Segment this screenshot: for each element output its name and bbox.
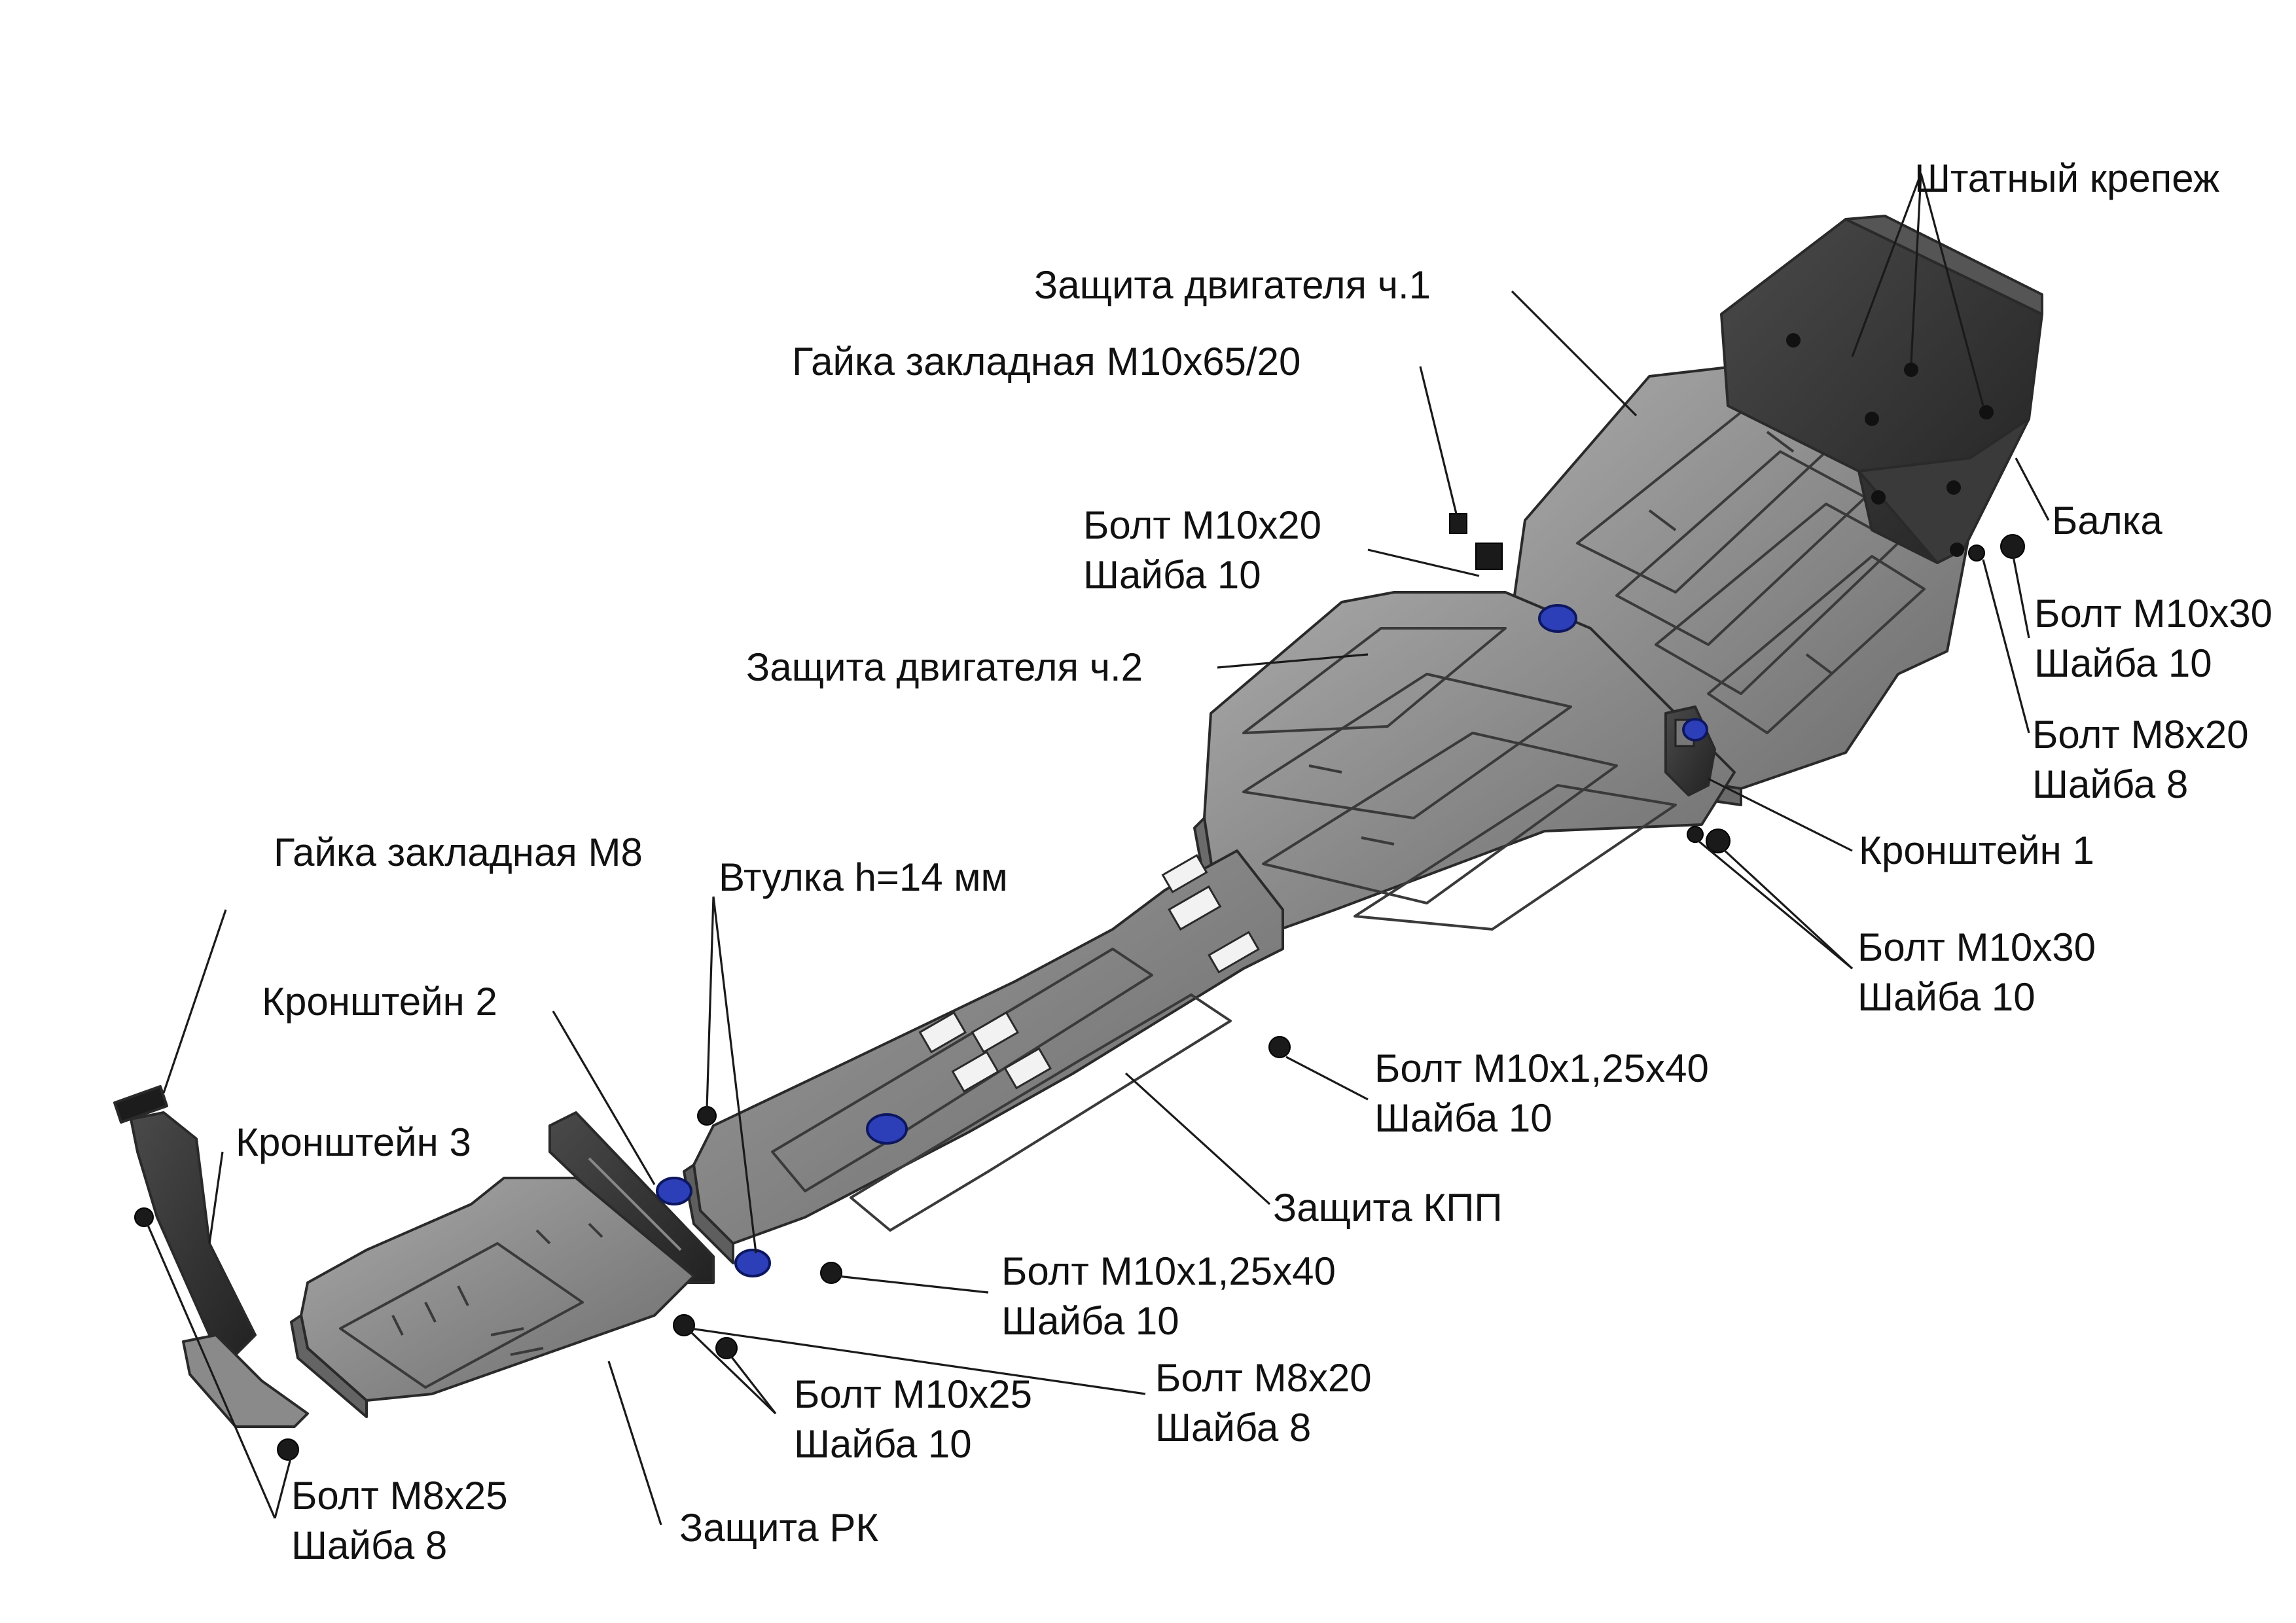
- label-line-2: Шайба 10: [1001, 1299, 1179, 1343]
- label-bolt-m10x20: Болт М10х20 Шайба 10: [1083, 501, 1321, 600]
- label-transfer-case-guard: Защита РК: [679, 1503, 878, 1553]
- label-engine-guard-2: Защита двигателя ч.2: [746, 643, 1143, 692]
- label-bolt-m8x20-right: Болт М8х20 Шайба 8: [2032, 710, 2249, 810]
- bracket-2: [548, 1111, 715, 1284]
- label-line-1: Болт М8х20: [2032, 713, 2249, 757]
- label-gearbox-guard: Защита КПП: [1273, 1183, 1503, 1233]
- label-bracket-3: Кронштейн 3: [236, 1118, 471, 1168]
- bushings: [656, 604, 1708, 1277]
- label-line-1: Болт М10х30: [1857, 925, 2096, 969]
- label-bolt-m10x30-mid: Болт М10х30 Шайба 10: [1857, 923, 2096, 1022]
- label-line-1: Болт М8х25: [291, 1474, 508, 1518]
- label-text: Защита двигателя ч.2: [746, 645, 1143, 689]
- label-line-1: Болт М10х25: [794, 1372, 1033, 1416]
- label-text: Защита двигателя ч.1: [1034, 263, 1431, 307]
- transfer-case-guard: [290, 1177, 695, 1418]
- label-text: Защита РК: [679, 1506, 879, 1550]
- label-bolt-m10x125x40-right: Болт М10х1,25х40 Шайба 10: [1374, 1044, 1709, 1143]
- label-line-2: Шайба 8: [2032, 762, 2189, 806]
- label-line-2: Шайба 8: [1155, 1406, 1312, 1450]
- gearbox-guard: [683, 849, 1284, 1264]
- label-bolt-m8x20-low: Болт М8х20 Шайба 8: [1155, 1353, 1372, 1453]
- label-text: Штатный крепеж: [1914, 156, 2220, 200]
- label-text: Гайка закладная М8: [274, 830, 643, 874]
- label-text: Защита КПП: [1273, 1186, 1503, 1230]
- label-line-1: Болт М10х30: [2034, 592, 2273, 635]
- label-text: Гайка закладная М10х65/20: [792, 340, 1301, 383]
- label-text: Кронштейн 3: [236, 1120, 471, 1164]
- leader-lines: [146, 173, 2050, 1525]
- label-line-2: Шайба 10: [1374, 1096, 1552, 1140]
- bracket-3: [113, 1085, 309, 1428]
- label-text: Балка: [2052, 499, 2162, 543]
- label-bolt-m10x30-top: Болт М10х30 Шайба 10: [2034, 589, 2272, 688]
- label-line-1: Болт М10х1,25х40: [1374, 1046, 1709, 1090]
- label-insert-nut-m8: Гайка закладная М8: [274, 828, 643, 878]
- label-bolt-m10x125x40-low: Болт М10х1,25х40 Шайба 10: [1001, 1247, 1336, 1346]
- label-line-2: Шайба 8: [291, 1524, 448, 1567]
- label-insert-nut-m10: Гайка закладная М10х65/20: [792, 337, 1300, 387]
- label-line-2: Шайба 10: [2034, 641, 2212, 685]
- label-bolt-m10x25: Болт М10х25 Шайба 10: [794, 1370, 1032, 1469]
- label-bracket-1: Кронштейн 1: [1859, 826, 2094, 876]
- label-beam: Балка: [2052, 496, 2162, 546]
- label-text: Кронштейн 1: [1859, 829, 2094, 872]
- label-bolt-m8x25: Болт М8х25 Шайба 8: [291, 1471, 508, 1571]
- label-line-1: Болт М10х20: [1083, 503, 1322, 547]
- label-line-1: Болт М8х20: [1155, 1356, 1372, 1400]
- label-line-2: Шайба 10: [1083, 553, 1261, 597]
- label-text: Кронштейн 2: [262, 980, 497, 1024]
- label-line-2: Шайба 10: [1857, 975, 2036, 1019]
- label-bracket-2: Кронштейн 2: [262, 977, 497, 1027]
- engine-guard-part-2: [1193, 591, 1736, 957]
- label-engine-guard-1: Защита двигателя ч.1: [1034, 260, 1431, 310]
- label-bushing: Втулка h=14 мм: [719, 853, 1008, 902]
- label-line-2: Шайба 10: [794, 1422, 972, 1466]
- label-shtatny-krepezh: Штатный крепеж: [1914, 154, 2219, 204]
- label-text: Втулка h=14 мм: [719, 855, 1008, 899]
- label-line-1: Болт М10х1,25х40: [1001, 1249, 1336, 1293]
